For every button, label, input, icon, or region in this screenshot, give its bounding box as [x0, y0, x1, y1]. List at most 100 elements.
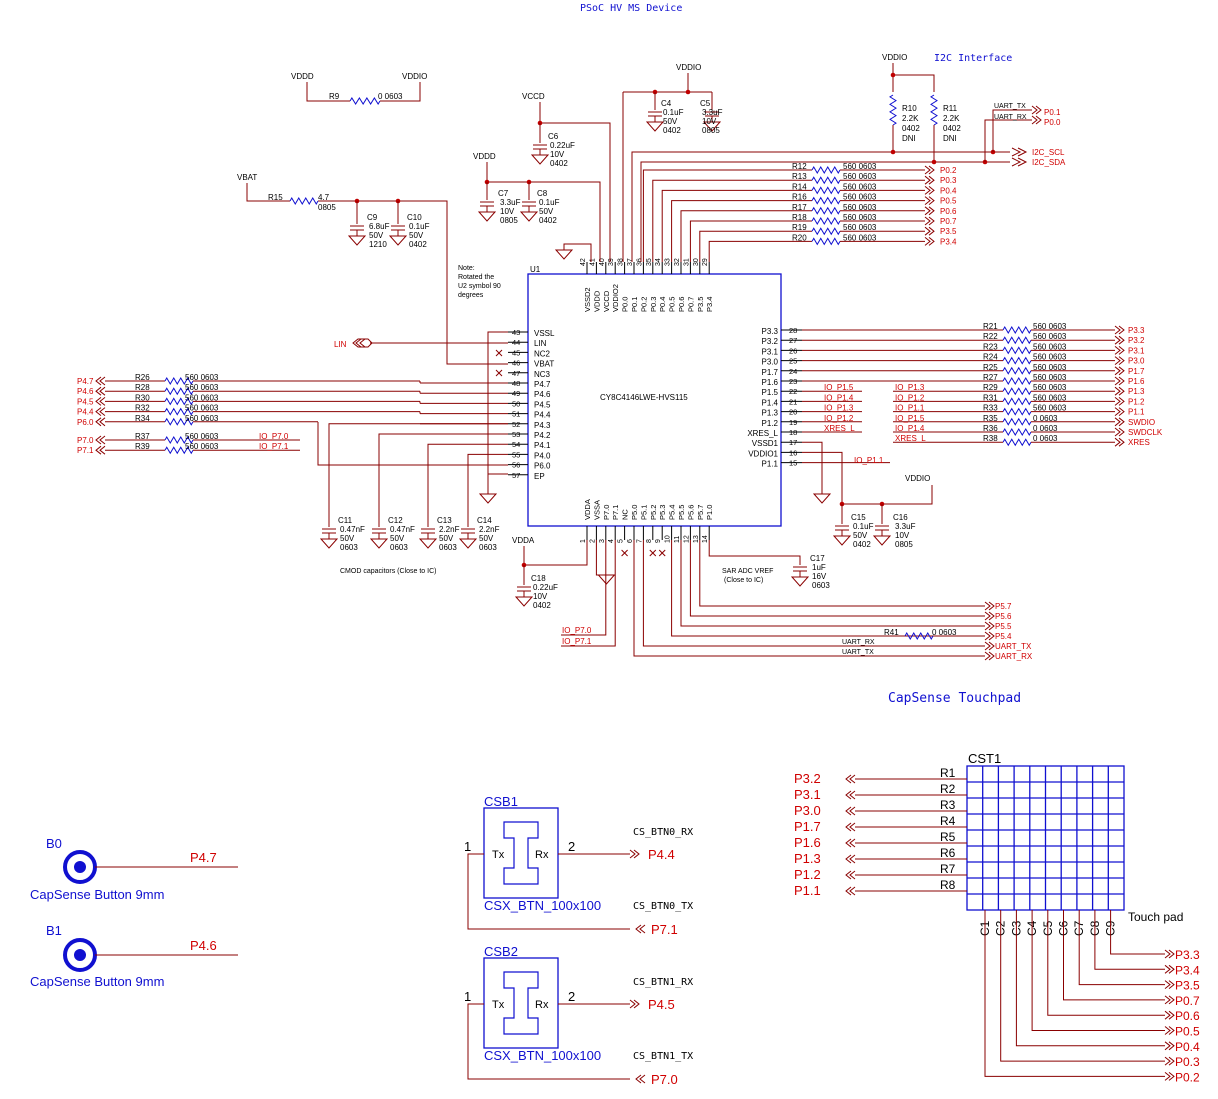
pin-number: 2 [568, 989, 575, 1004]
svg-text:2.2K: 2.2K [943, 114, 960, 123]
port-arrow-icon [924, 175, 935, 185]
wire [1094, 910, 1165, 970]
sar-note-1: SAR ADC VREF [722, 568, 773, 575]
ground-icon [872, 535, 892, 546]
resistor-icon [811, 217, 841, 225]
resistor-value: 560 0603 [843, 162, 877, 171]
port-arrow-icon [95, 407, 106, 416]
resistor-value: 560 0603 [1033, 373, 1067, 382]
ic-pin-name: VBAT [534, 360, 554, 369]
cap-value: 3.3uF [702, 108, 723, 117]
ground-icon [645, 121, 665, 132]
net-label: P0.5 [1175, 1025, 1200, 1039]
wires [246, 63, 1042, 504]
signal-label: CS_BTN0_TX [633, 901, 693, 912]
wire [427, 443, 508, 527]
port-arrow-icon [1164, 1072, 1175, 1081]
signal-label: IO_P1.3 [824, 404, 854, 413]
wire [680, 210, 812, 262]
port-arrow-icon [1164, 980, 1175, 989]
net-label: P1.3 [794, 851, 821, 866]
csx-button-body [483, 957, 559, 1049]
bottom-net-labels: P5.7P5.6P5.5P5.4UART_TXUART_RXUART_RXUAR… [521, 540, 1033, 661]
net-label: P7.1 [651, 922, 678, 937]
cap-voltage: 10V [550, 150, 565, 159]
sar-note-2: (Close to IC) [724, 577, 763, 584]
ic-pin-name: P5.6 [686, 505, 695, 520]
cap-ref: C12 [388, 516, 403, 525]
port-arrow-icon [1114, 346, 1125, 355]
net-io-p71: IO_P7.1 [562, 637, 592, 646]
net-label: P0.4 [1175, 1040, 1200, 1054]
resistor-icon [1002, 417, 1032, 426]
cap-ref: C7 [498, 189, 509, 198]
ic-pin-number: 36 [636, 258, 643, 266]
cap-ref: C8 [537, 189, 548, 198]
resistor-value: 560 0603 [843, 172, 877, 181]
csx-electrode-icon [503, 821, 539, 885]
ground-icon [319, 538, 339, 549]
resistor-ref: R20 [792, 233, 807, 242]
svg-text:2.2K: 2.2K [902, 114, 919, 123]
cap-package: 0805 [500, 216, 518, 225]
svg-text:R9: R9 [329, 92, 340, 101]
ic-pin-number: 5 [618, 539, 625, 543]
ic-pin-number: 55 [512, 450, 520, 459]
no-connect-icon [495, 349, 503, 357]
net-uart-tx-top: UART_TX [994, 103, 1026, 110]
wire [1000, 910, 1165, 1062]
wire [689, 220, 812, 262]
ic-pin-number: 43 [512, 328, 520, 337]
net-label: P4.5 [77, 397, 94, 406]
cap-package: 0402 [533, 601, 551, 610]
cap-package: 0603 [340, 543, 358, 552]
row-label: R5 [940, 830, 956, 844]
resistor-ref: R36 [983, 424, 998, 433]
cap-value: 0.47nF [390, 525, 415, 534]
power-vbat: VBAT [237, 173, 257, 182]
port-arrow-icon [95, 386, 106, 396]
cap-voltage: 50V [663, 117, 678, 126]
signal-label: UART_RX [842, 639, 875, 646]
net-label: P1.2 [1128, 397, 1145, 406]
ic-pin-name: P6.0 [534, 462, 551, 471]
resistor-icon [164, 397, 194, 406]
ic-u1-body [527, 273, 782, 527]
resistor-ref: R24 [983, 353, 998, 362]
cap-package: 0603 [390, 543, 408, 552]
resistor-icon [164, 377, 194, 385]
cap-package: 0402 [853, 540, 871, 549]
signal-label: XRES_L [895, 434, 926, 443]
signal-label: IO_P1.5 [895, 414, 925, 423]
ic-pin-name: LIN [534, 339, 547, 348]
net-label: P3.5 [1175, 979, 1200, 993]
net-label: P3.5 [940, 227, 957, 236]
cap-voltage: 50V [369, 231, 384, 240]
resistor-r11-icon [930, 94, 938, 126]
row-label: R7 [940, 862, 956, 876]
wire [1031, 910, 1165, 1031]
signal-label: XRES_L [824, 424, 855, 433]
ground-icon [790, 576, 810, 587]
power-vddd-1: VDDD [291, 72, 314, 81]
ic-pin-name: VDDIO1 [748, 449, 778, 458]
no-connect-icon [658, 549, 666, 557]
net-label: P3.4 [1175, 963, 1200, 977]
cmod-note: CMOD capacitors (Close to IC) [340, 568, 436, 575]
csx-rx-label: Rx [535, 849, 549, 861]
port-arrow-icon [95, 445, 106, 455]
svg-text:R41: R41 [884, 628, 899, 637]
resistor-icon [811, 237, 841, 246]
net-label: P3.0 [1128, 357, 1145, 366]
cap-voltage: 10V [533, 592, 548, 601]
port-arrow-icon [984, 651, 995, 661]
svg-text:R10: R10 [902, 104, 917, 113]
ic-pin-name: P1.0 [705, 505, 714, 520]
wire [893, 74, 935, 92]
ic-u1-part: CY8C4146LWE-HVS115 [600, 393, 688, 402]
ic-pin-name: P5.2 [649, 505, 658, 520]
ground-icon [832, 535, 852, 546]
